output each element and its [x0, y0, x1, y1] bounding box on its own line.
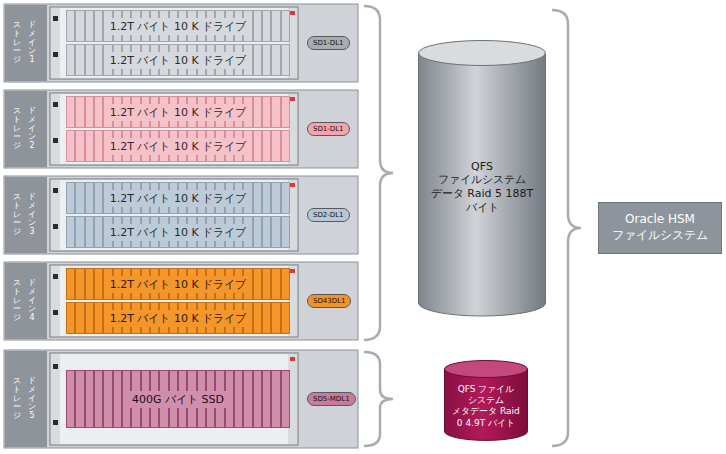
cylinder-top	[445, 360, 528, 377]
drive-row: 1.2T バイト 10 K ドライブ	[66, 130, 290, 162]
ear-mark	[53, 364, 58, 369]
storage-cylinder: QFS ファイル システム メタデータ Raid 0 4.9T バイト	[444, 360, 528, 440]
label-strip	[5, 91, 47, 167]
shelf-panel	[4, 350, 358, 448]
drive-row: 1.2T バイト 10 K ドライブ	[66, 96, 290, 128]
drive-label: 1.2T バイト 10 K ドライブ	[106, 190, 250, 207]
drive-row: 400G バイト SSD	[66, 370, 290, 428]
brace	[364, 352, 393, 446]
status-light	[290, 269, 295, 273]
storage-shelf	[4, 176, 358, 254]
ear-mark	[53, 310, 58, 315]
shelf-panel	[4, 90, 358, 168]
drive-label: 1.2T バイト 10 K ドライブ	[106, 276, 250, 293]
rack-frame	[50, 265, 298, 337]
drive-label: 1.2T バイト 10 K ドライブ	[106, 104, 250, 121]
filesystem-box: Oracle HSM ファイルシステム	[598, 202, 722, 253]
shelf-panel	[4, 176, 358, 254]
storage-domain: ストレージドメイン 2 1.2T バイト 10 K ドライブ 1.2T バイト 10…	[4, 90, 358, 168]
drive-label: 1.2T バイト 10 K ドライブ	[106, 310, 250, 327]
storage-shelf	[4, 262, 358, 340]
ear-mark	[53, 274, 58, 279]
label-strip	[5, 351, 47, 447]
storage-shelf	[4, 4, 358, 82]
ear-mark	[53, 102, 58, 107]
drive-row: 1.2T バイト 10 K ドライブ	[66, 302, 290, 334]
disk-group-icon: SD5-MDL1	[307, 392, 356, 406]
cylinder-label: QFS ファイル システム メタデータ Raid 0 4.9T バイト	[450, 384, 522, 429]
disk-group-label: SD1-DL1	[313, 39, 344, 47]
rack-ear	[51, 266, 60, 336]
ear-mark	[53, 16, 58, 21]
disk-group-icon: SD43DL1	[307, 294, 351, 308]
rack-ear	[51, 94, 60, 164]
brace	[552, 10, 581, 446]
drive-label: 400G バイト SSD	[128, 391, 228, 408]
status-light	[290, 97, 295, 101]
drive-label: 1.2T バイト 10 K ドライブ	[106, 138, 250, 155]
brace	[364, 6, 393, 340]
disk-group-icon: SD1-DL1	[307, 36, 350, 50]
cylinder-body	[445, 369, 528, 440]
shelf-panel	[4, 4, 358, 82]
domain-label: ストレージ	[13, 193, 21, 237]
domain-label: ストレージ	[13, 21, 21, 65]
label-strip	[5, 5, 47, 81]
domain-label: ストレージ	[13, 377, 21, 421]
cylinder-label: QFS ファイルシステム データ Raid 5 188T バイト	[430, 160, 534, 215]
storage-domain: ストレージドメイン 3 1.2T バイト 10 K ドライブ 1.2T バイト 10…	[4, 176, 358, 254]
storage-domain: ストレージドメイン 4 1.2T バイト 10 K ドライブ 1.2T バイト 10…	[4, 262, 358, 340]
drive-row: 1.2T バイト 10 K ドライブ	[66, 44, 290, 76]
drive-row: 1.2T バイト 10 K ドライブ	[66, 268, 290, 300]
drive-row: 1.2T バイト 10 K ドライブ	[66, 10, 290, 42]
disk-group-icon: SD2-DL1	[307, 208, 350, 222]
ear-mark	[53, 138, 58, 143]
disk-group-label: SD5-MDL1	[313, 395, 350, 403]
storage-domain: ストレージドメイン 5 400G バイト SSD SD5-MDL1	[4, 350, 358, 448]
disk-group-label: SD1-DL1	[313, 125, 344, 133]
storage-shelf	[4, 90, 358, 168]
disk-group-label: SD2-DL1	[313, 211, 344, 219]
drive-label: 1.2T バイト 10 K ドライブ	[106, 18, 250, 35]
ear-mark	[53, 420, 58, 425]
ear-mark	[53, 52, 58, 57]
domain-label: ドメイン 2	[28, 107, 36, 151]
cylinder-body	[419, 53, 546, 316]
storage-shelf	[4, 350, 358, 448]
drive-label: 1.2T バイト 10 K ドライブ	[106, 52, 250, 69]
rack-ear	[51, 354, 60, 444]
rack-frame	[50, 179, 298, 251]
domain-label: ドメイン 4	[28, 279, 36, 323]
domain-label: ストレージ	[13, 279, 21, 323]
domain-label: ドメイン 3	[28, 193, 36, 237]
rack-frame	[50, 353, 298, 445]
disk-group-icon: SD1-DL1	[307, 122, 350, 136]
shelf-panel	[4, 262, 358, 340]
storage-cylinder: QFS ファイルシステム データ Raid 5 188T バイト	[418, 40, 546, 316]
drive-row: 1.2T バイト 10 K ドライブ	[66, 216, 290, 248]
drive-row: 1.2T バイト 10 K ドライブ	[66, 182, 290, 214]
status-light	[290, 11, 295, 15]
label-strip	[5, 177, 47, 253]
drive-label: 1.2T バイト 10 K ドライブ	[106, 224, 250, 241]
ear-mark	[53, 224, 58, 229]
filesystem-label: Oracle HSM ファイルシステム	[605, 212, 715, 243]
label-strip	[5, 263, 47, 339]
rack-frame	[50, 7, 298, 79]
rack-ear	[51, 8, 60, 78]
domain-label: ドメイン 1	[28, 21, 36, 65]
domain-label: ドメイン 5	[28, 377, 36, 421]
rack-frame	[50, 93, 298, 165]
rack-ear	[51, 180, 60, 250]
disk-group-label: SD43DL1	[313, 297, 345, 305]
status-light	[290, 183, 295, 187]
cylinder-top	[419, 41, 546, 66]
status-light	[290, 357, 295, 361]
ear-mark	[53, 188, 58, 193]
domain-label: ストレージ	[13, 107, 21, 151]
storage-domain: ストレージドメイン 1 1.2T バイト 10 K ドライブ 1.2T バイト 10…	[4, 4, 358, 82]
